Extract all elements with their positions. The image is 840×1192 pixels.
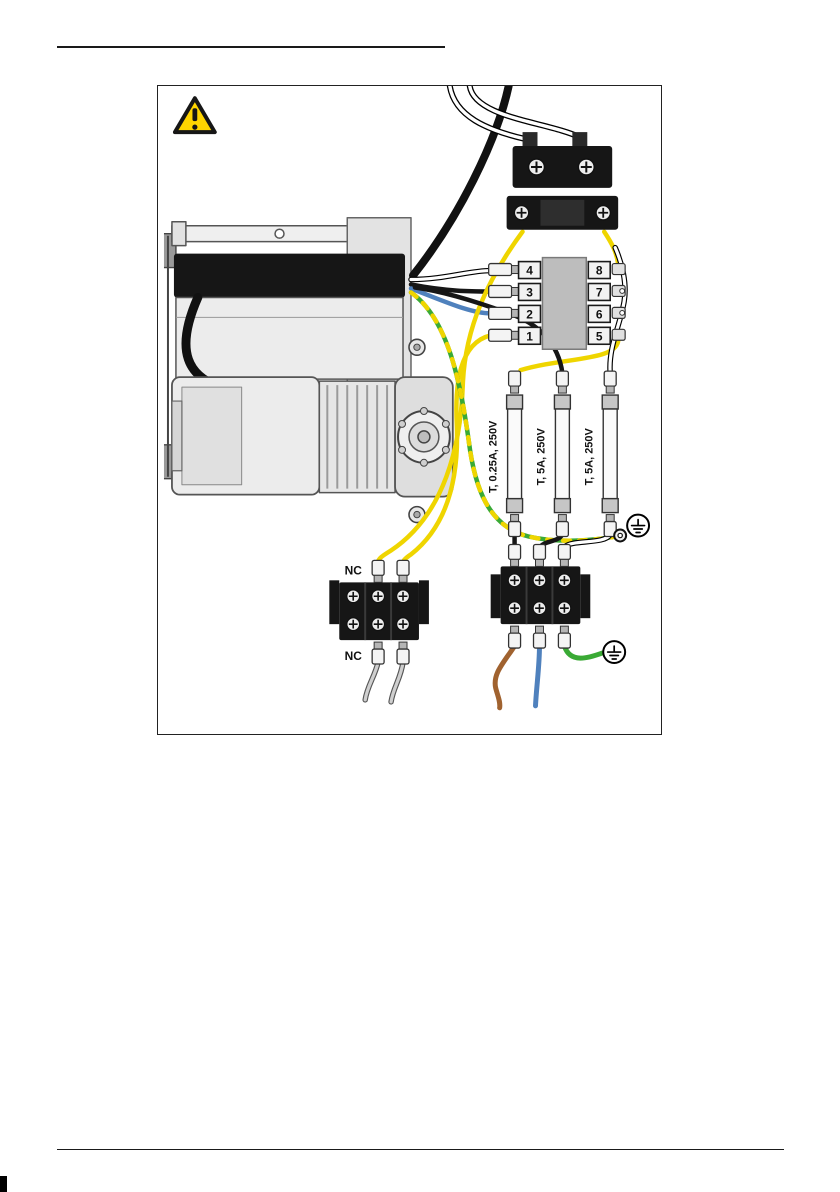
protective-earth-icon-top	[626, 513, 651, 538]
wire-white-pump	[409, 268, 493, 282]
screw-icon	[395, 589, 411, 604]
screw-icon	[507, 573, 522, 588]
crimp-terminal-5	[611, 328, 626, 341]
fuse-1-label: T, 0.25A, 250V	[488, 420, 500, 493]
crimp-ferrule-icon	[507, 370, 522, 394]
warning-triangle-icon	[172, 96, 217, 135]
crimp-terminal-6	[611, 306, 626, 319]
wiring-diagram: 4 3 2 1 8 7 6 5 T, 0.25A, 250V	[163, 86, 651, 711]
fuse-3-label: T, 5A, 250V	[583, 428, 595, 486]
pump-assembly	[163, 217, 454, 524]
crimp-ferrule-icon	[557, 625, 572, 649]
connector-terminal-strip: 4 3 2 1 8 7 6 5	[488, 256, 626, 350]
terminal-label-6: 6	[596, 307, 603, 321]
fuse-3: T, 5A, 250V	[583, 370, 619, 538]
terminal-label-7: 7	[596, 285, 603, 299]
footer-rule	[57, 1149, 784, 1150]
crimp-ferrule-icon	[507, 625, 522, 649]
screw-icon	[346, 589, 361, 604]
crimp-terminal-8	[611, 262, 626, 276]
wire-gray-relay-1	[363, 660, 380, 702]
page-corner-mark	[0, 1176, 7, 1192]
terminal-label-2: 2	[526, 307, 533, 321]
wire-blue-mains	[533, 643, 542, 709]
screw-icon	[577, 158, 596, 176]
crimp-ferrule-icon	[532, 625, 547, 649]
crimp-ferrule-icon	[488, 284, 520, 299]
crimp-ferrule-icon	[507, 513, 522, 538]
fuse-1: T, 0.25A, 250V	[488, 370, 524, 538]
wire-green-mains	[561, 643, 605, 661]
terminal-label-1: 1	[526, 329, 533, 343]
mains-terminal-block	[490, 543, 591, 649]
screw-icon	[527, 158, 546, 176]
nc-label-top: NC	[345, 563, 363, 577]
terminal-label-5: 5	[596, 329, 603, 343]
header-rule	[57, 46, 445, 48]
screw-icon	[395, 616, 411, 632]
nc-label-bottom: NC	[345, 649, 363, 663]
crimp-terminal-7	[611, 284, 626, 298]
wire-white-top-2	[468, 86, 582, 139]
crimp-ferrule-icon	[488, 306, 520, 321]
wire-yellow-terminal1	[400, 333, 493, 565]
screw-icon	[370, 589, 386, 604]
screw-icon	[370, 616, 386, 632]
wire-white-top-1	[448, 86, 528, 141]
terminal-label-3: 3	[526, 285, 533, 299]
crimp-ferrule-icon	[488, 328, 520, 342]
terminal-label-4: 4	[526, 264, 533, 278]
crimp-ferrule-icon	[488, 262, 520, 277]
screw-icon	[346, 616, 361, 632]
screw-icon	[595, 204, 612, 221]
screw-icon	[507, 601, 522, 616]
power-terminal-block-lower	[506, 195, 619, 230]
wire-yellow-terminal5	[518, 339, 621, 373]
ring-terminal-lug	[613, 528, 628, 543]
screw-icon	[557, 601, 572, 616]
wire-black-power-cable	[409, 86, 513, 280]
nc-terminal-block: NC NC	[329, 559, 429, 665]
screw-icon	[557, 573, 572, 588]
wire-gray-relay-2	[389, 660, 405, 704]
terminal-label-8: 8	[596, 264, 603, 278]
crimp-ferrule-icon	[532, 543, 547, 568]
wire-brown-mains	[492, 643, 518, 711]
crimp-ferrule-icon	[371, 559, 385, 583]
crimp-ferrule-icon	[396, 559, 410, 583]
wire-yellow-left	[375, 229, 525, 565]
screw-icon	[513, 204, 530, 221]
crimp-ferrule-icon	[396, 641, 410, 665]
wire-blue-pump	[408, 286, 493, 316]
crimp-ferrule-icon	[555, 513, 570, 538]
screw-icon	[532, 601, 547, 616]
crimp-ferrule-icon	[603, 370, 617, 394]
crimp-ferrule-icon	[507, 543, 522, 568]
screw-icon	[532, 573, 547, 588]
crimp-ferrule-icon	[557, 543, 572, 568]
fuse-2-label: T, 5A, 250V	[535, 428, 547, 486]
crimp-ferrule-icon	[555, 370, 570, 394]
protective-earth-icon-bottom	[602, 640, 627, 664]
power-terminal-block-upper	[512, 132, 613, 188]
pump-head	[397, 407, 451, 467]
crimp-ferrule-icon	[371, 641, 385, 665]
figure-frame: 4 3 2 1 8 7 6 5 T, 0.25A, 250V	[157, 85, 662, 735]
fuse-2: T, 5A, 250V	[535, 370, 572, 538]
